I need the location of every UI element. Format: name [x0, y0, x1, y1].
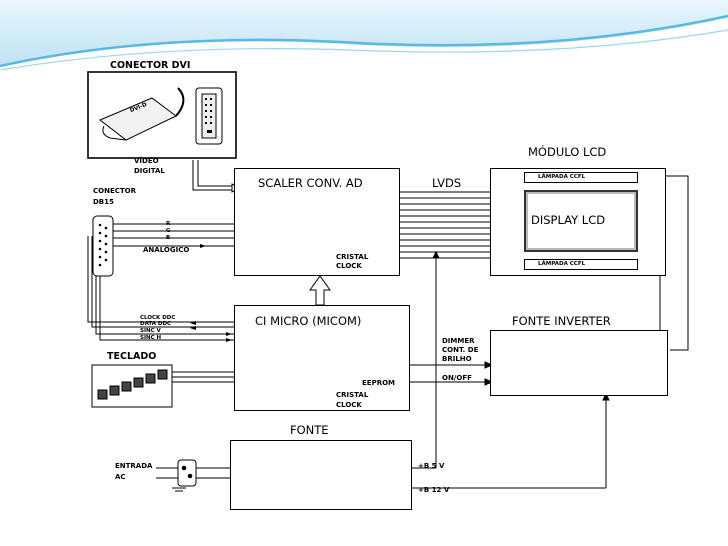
scaler-title: SCALER CONV. AD — [258, 176, 363, 190]
dimmer-label-1: DIMMER — [442, 337, 475, 345]
sync-h-label: SINC H — [140, 335, 162, 341]
power-supply-block — [230, 440, 412, 510]
micro-title: CI MICRO (MICOM) — [255, 314, 362, 328]
keyboard-icon — [91, 364, 173, 408]
db15-label-1: CONECTOR — [93, 187, 136, 195]
header-wave — [0, 0, 728, 70]
scaler-crystal-1: CRISTAL — [336, 253, 369, 261]
lamp-top-box — [524, 172, 638, 183]
scaler-block — [234, 168, 400, 276]
lvds-label: LVDS — [432, 176, 462, 190]
display-lcd-box — [524, 190, 638, 252]
dimmer-label-3: BRILHO — [442, 355, 472, 363]
rgb-r-label: R — [166, 221, 171, 227]
micro-crystal-1: CRISTAL — [336, 391, 369, 399]
display-lcd-label: DISPLAY LCD — [531, 213, 606, 227]
power-supply-title: FONTE — [290, 423, 329, 437]
rgb-b-label: B — [166, 235, 171, 241]
dimmer-label-2: CONT. DE — [442, 346, 479, 354]
ac-input-label-2: AC — [115, 473, 126, 481]
dvi-plug-icon — [87, 71, 237, 159]
out-5v-label: +B 5 V — [418, 462, 445, 470]
db15-connector-icon — [92, 215, 114, 277]
eeprom-label: EEPROM — [362, 379, 396, 387]
video-digital-label-1: VÍDEO — [134, 157, 159, 165]
analog-label: ANALÓGICO — [143, 246, 190, 254]
lamp-top-label: LÂMPADA CCFL — [538, 174, 586, 180]
scaler-crystal-2: CLOCK — [336, 262, 362, 270]
ac-input-label-1: ENTRADA — [115, 462, 153, 470]
ddc-data-label: DATA DDC — [140, 321, 172, 327]
inverter-title: FONTE INVERTER — [512, 314, 611, 328]
out-12v-label: +B 12 V — [418, 486, 450, 494]
lamp-bottom-box — [524, 259, 638, 270]
micro-block — [234, 305, 410, 411]
micro-crystal-2: CLOCK — [336, 401, 362, 409]
sync-v-label: SINC V — [140, 328, 161, 334]
inverter-block — [490, 330, 668, 396]
keyboard-label: TECLADO — [107, 351, 157, 362]
lcd-module-title: MÓDULO LCD — [528, 145, 607, 159]
dvi-connector-title: CONECTOR DVI — [110, 60, 191, 71]
db15-label-2: DB15 — [93, 198, 114, 206]
onoff-label: ON/OFF — [442, 374, 472, 382]
rgb-g-label: G — [166, 228, 171, 234]
ddc-clock-label: CLOCK DDC — [140, 315, 176, 321]
video-digital-label-2: DIGITAL — [134, 167, 165, 175]
lamp-bottom-label: LÂMPADA CCFL — [538, 261, 586, 267]
